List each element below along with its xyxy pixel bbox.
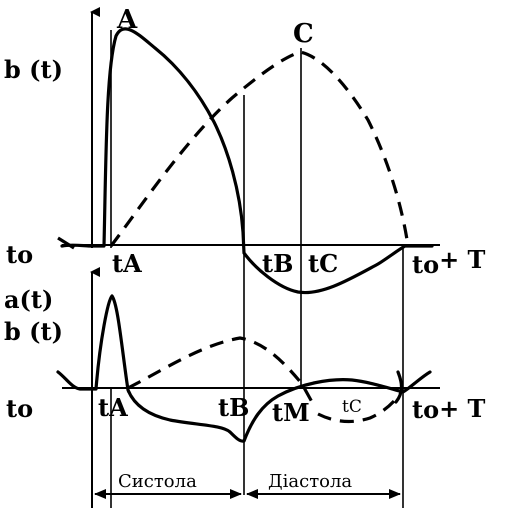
bottom-solid-hook [394, 370, 404, 404]
label-b-t-bottom: b (t) [4, 317, 63, 346]
label-diastole: Діастола [268, 471, 352, 492]
bottom-graph: a(t) b (t) to tA tB tM tC to+ T Систола … [4, 246, 486, 508]
label-tC-bottom: tC [342, 397, 362, 417]
label-point-a: A [116, 5, 138, 35]
label-tB-bottom: tB [218, 393, 249, 422]
label-t0T-top: to+ T [412, 245, 486, 279]
label-tC-top: tC [308, 249, 338, 278]
bottom-dashed-curve [127, 336, 314, 403]
label-tA-bottom: tA [98, 393, 128, 422]
label-a-t: a(t) [4, 285, 53, 314]
top-graph: A C b (t) to tA tB tC to+ T [4, 5, 486, 495]
bottom-solid-curve [56, 294, 432, 443]
label-point-c: C [293, 19, 314, 49]
top-solid-curve [60, 27, 434, 295]
label-t0-top: to [6, 240, 33, 269]
label-t0T-bottom: to+ T [412, 394, 486, 424]
label-b-t-top: b (t) [4, 55, 63, 84]
label-tM-bottom: tM [272, 398, 310, 427]
label-tA-top: tA [112, 249, 142, 278]
bottom-dashed-dip [317, 393, 402, 424]
top-dashed-curve [109, 50, 410, 247]
label-t0-bottom: to [6, 394, 33, 423]
top-dashed-tail [57, 236, 75, 250]
label-systole: Систола [118, 471, 197, 492]
label-tB-top: tB [262, 249, 293, 278]
